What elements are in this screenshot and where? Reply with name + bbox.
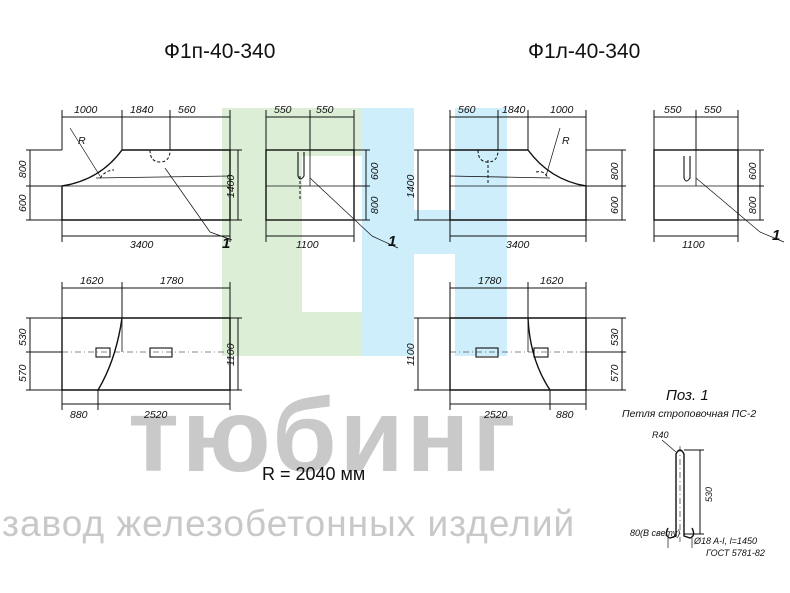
radius-mark: R bbox=[78, 135, 86, 147]
right-plan-outline bbox=[449, 317, 587, 391]
left-plan-view bbox=[26, 282, 242, 410]
callout-number: 1 bbox=[222, 235, 230, 252]
dim-label: 880 bbox=[70, 409, 88, 421]
dim-label: 800 bbox=[369, 196, 381, 214]
dim-label: 550 bbox=[704, 104, 722, 116]
dim-label: 530 bbox=[17, 328, 29, 346]
dim-label: 1000 bbox=[74, 104, 98, 116]
left-side-view bbox=[265, 110, 399, 249]
dim-label: 1000 bbox=[550, 104, 574, 116]
dim-label: 3400 bbox=[506, 239, 530, 251]
right-plan-view bbox=[414, 282, 626, 410]
dim-label: 800 bbox=[609, 162, 621, 180]
dim-label: 530 bbox=[609, 328, 621, 346]
dim-label: 600 bbox=[369, 162, 381, 180]
detail-title: Поз. 1 bbox=[666, 387, 709, 404]
detail-subtitle: Петля строповочная ПС-2 bbox=[622, 408, 756, 420]
dim-label: 1840 bbox=[502, 104, 526, 116]
dim-label: 2520 bbox=[143, 409, 168, 421]
dim-label: 550 bbox=[664, 104, 682, 116]
dim-label: 1780 bbox=[160, 275, 184, 287]
dim-label: 560 bbox=[458, 104, 476, 116]
watermark-blue-shape bbox=[362, 108, 507, 356]
dim-label: 2520 bbox=[483, 409, 508, 421]
dim-label: 1620 bbox=[80, 275, 104, 287]
dim-label: 570 bbox=[17, 364, 29, 382]
lifting-loop-detail bbox=[661, 439, 704, 548]
callout-number: 1 bbox=[388, 233, 396, 250]
dim-label: 1400 bbox=[405, 174, 417, 198]
left-plan-outline bbox=[62, 317, 231, 391]
left-front-outline bbox=[61, 149, 231, 221]
dim-label: 3400 bbox=[130, 239, 154, 251]
dim-label: 1620 bbox=[540, 275, 564, 287]
dim-label: 600 bbox=[747, 162, 759, 180]
dim-label: 1100 bbox=[296, 239, 319, 251]
watermark-tagline: завод железобетонных изделий bbox=[2, 503, 576, 544]
left-block-title: Ф1п-40-340 bbox=[164, 40, 276, 63]
dim-label: 880 bbox=[556, 409, 574, 421]
dim-label: 1100 bbox=[682, 239, 705, 251]
right-front-outline bbox=[449, 149, 587, 221]
dim-label: 1840 bbox=[130, 104, 154, 116]
right-block-title: Ф1л-40-340 bbox=[528, 40, 641, 63]
dim-label: 550 bbox=[316, 104, 334, 116]
detail-height: 530 bbox=[704, 487, 714, 502]
dim-label: 1400 bbox=[225, 174, 237, 198]
dim-label: 600 bbox=[17, 194, 29, 212]
dim-label: 1100 bbox=[405, 343, 417, 366]
dim-label: 1780 bbox=[478, 275, 502, 287]
dim-label: 1100 bbox=[225, 343, 237, 366]
dim-label: 600 bbox=[609, 196, 621, 214]
watermark-brand: тюбинг bbox=[128, 378, 519, 494]
detail-width-note: 80(В свету) bbox=[630, 528, 680, 538]
detail-standard: ГОСТ 5781-82 bbox=[706, 548, 765, 558]
right-front-view bbox=[414, 110, 626, 242]
detail-r-label: R40 bbox=[652, 430, 669, 440]
radius-note: R = 2040 мм bbox=[262, 464, 366, 484]
radius-mark: R bbox=[562, 135, 570, 147]
dim-label: 800 bbox=[747, 196, 759, 214]
dim-label: 550 bbox=[274, 104, 292, 116]
dim-label: 560 bbox=[178, 104, 196, 116]
callout-number: 1 bbox=[772, 227, 780, 244]
dim-label: 570 bbox=[609, 364, 621, 382]
detail-bar-spec: Ø18 A-I, l=1450 bbox=[693, 536, 757, 546]
dim-label: 800 bbox=[17, 160, 29, 178]
right-side-view bbox=[653, 110, 785, 243]
left-front-view bbox=[26, 110, 242, 242]
